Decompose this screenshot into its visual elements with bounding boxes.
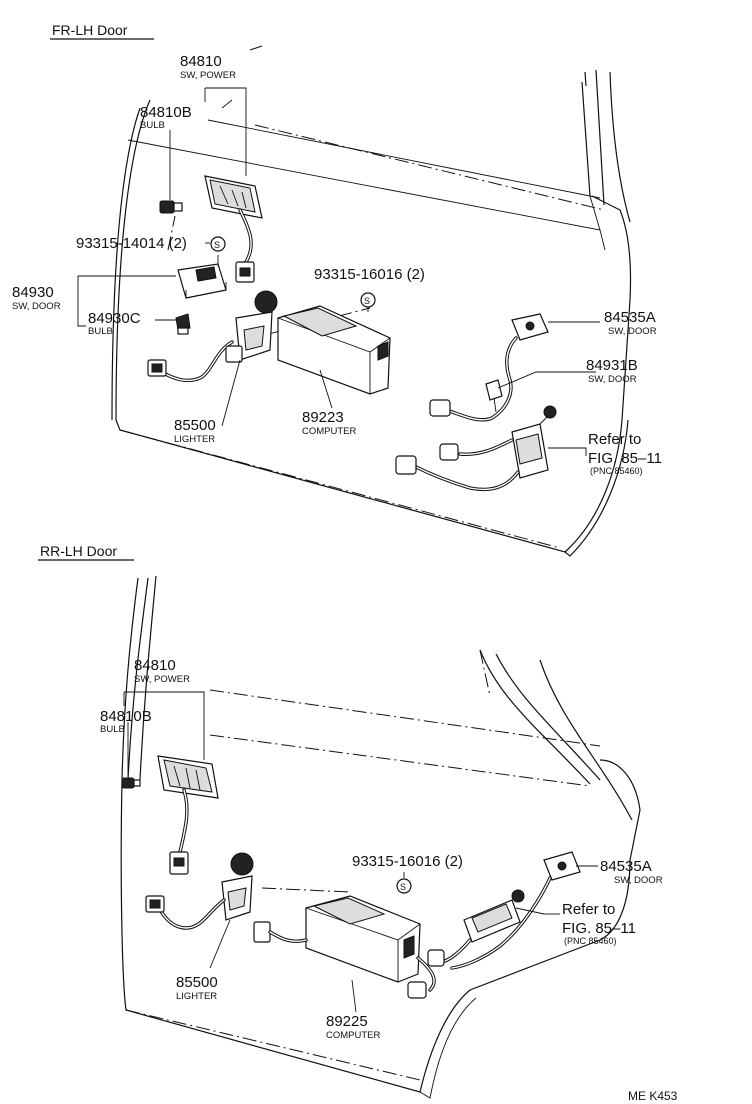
rear-door-panel — [120, 575, 641, 1099]
front-left-switch-number: 84930 — [12, 284, 54, 301]
rear-computer-screw-number: 93315-16016 (2) — [352, 853, 463, 870]
front-actuator-part — [395, 405, 557, 492]
front-left-bulb-number: 84930C — [88, 310, 141, 327]
rear-door-section: RR-LH Door — [38, 543, 663, 1099]
front-labels: 84810 SW, POWER 84810B BULB 93315-14014 … — [12, 53, 662, 476]
rear-power-switch-part — [157, 755, 219, 875]
front-computer-part — [277, 305, 391, 395]
rear-door-switch-part — [450, 851, 581, 970]
front-bulb-part — [159, 200, 183, 214]
rear-computer-part — [268, 895, 436, 999]
front-bulb-number: 84810B — [140, 104, 192, 121]
front-door-section: FR-LH Door — [12, 22, 662, 557]
rear-bulb-number: 84810B — [100, 708, 152, 725]
rear-section-title: RR-LH Door — [40, 543, 117, 559]
front-screw-symbol-letter: S — [214, 240, 220, 250]
front-door-switch-b-desc: SW, DOOR — [588, 374, 637, 385]
figure-code: ME K453 — [628, 1089, 678, 1103]
front-lighter-desc: LIGHTER — [174, 434, 215, 445]
front-door-switch-b-part — [485, 379, 503, 413]
front-door-switch-a-number: 84535A — [604, 309, 656, 326]
front-door-switch-a-part — [429, 313, 549, 422]
rear-computer-screw-letter: S — [400, 882, 406, 892]
rear-computer-desc: COMPUTER — [326, 1030, 381, 1041]
front-refer-line2: FIG. 85–11 — [588, 450, 662, 467]
front-left-bulb-desc: BULB — [88, 326, 113, 337]
front-power-switch-desc: SW, POWER — [180, 70, 236, 81]
front-left-bulb-part — [175, 313, 191, 335]
rear-refer-line3: (PNC 85460) — [564, 936, 617, 946]
rear-lighter-part — [145, 852, 271, 943]
front-power-switch-part — [204, 175, 263, 283]
front-door-panel — [111, 45, 632, 557]
front-refer-line1: Refer to — [588, 431, 641, 448]
front-computer-number: 89223 — [302, 409, 344, 426]
front-computer-screw-letter: S — [364, 296, 370, 306]
rear-refer-line1: Refer to — [562, 901, 615, 918]
front-power-switch-number: 84810 — [180, 53, 222, 70]
front-computer-screw-symbol — [360, 292, 376, 308]
rear-computer-screw-symbol — [396, 878, 412, 894]
front-computer-desc: COMPUTER — [302, 426, 357, 437]
rear-labels: 84810 SW, POWER 84810B BULB 93315-16016 … — [100, 657, 663, 1041]
rear-power-switch-desc: SW, POWER — [134, 674, 190, 685]
rear-computer-number: 89225 — [326, 1013, 368, 1030]
front-bulb-desc: BULB — [140, 120, 165, 131]
front-section-title: FR-LH Door — [52, 22, 128, 38]
front-refer-line3: (PNC 85460) — [590, 466, 643, 476]
rear-power-switch-number: 84810 — [134, 657, 176, 674]
front-screw-symbol — [210, 236, 226, 252]
rear-bulb-part — [121, 777, 141, 789]
front-screw-number: 93315-14014 (2) — [76, 235, 187, 252]
rear-leader-lines — [123, 691, 598, 1013]
rear-door-switch-desc: SW, DOOR — [614, 875, 663, 886]
rear-actuator-part — [427, 889, 525, 967]
rear-bulb-desc: BULB — [100, 724, 125, 735]
rear-refer-line2: FIG. 85–11 — [562, 920, 636, 937]
front-left-door-switch-part — [177, 263, 227, 299]
front-door-switch-b-number: 84931B — [586, 357, 638, 374]
rear-door-switch-number: 84535A — [600, 858, 652, 875]
front-lighter-number: 85500 — [174, 417, 216, 434]
front-leader-lines — [77, 87, 601, 456]
front-computer-screw-number: 93315-16016 (2) — [314, 266, 425, 283]
rear-lighter-number: 85500 — [176, 974, 218, 991]
front-door-switch-a-desc: SW, DOOR — [608, 326, 657, 337]
rear-lighter-desc: LIGHTER — [176, 991, 217, 1002]
front-lighter-part — [147, 290, 278, 383]
front-left-switch-desc: SW, DOOR — [12, 301, 61, 312]
